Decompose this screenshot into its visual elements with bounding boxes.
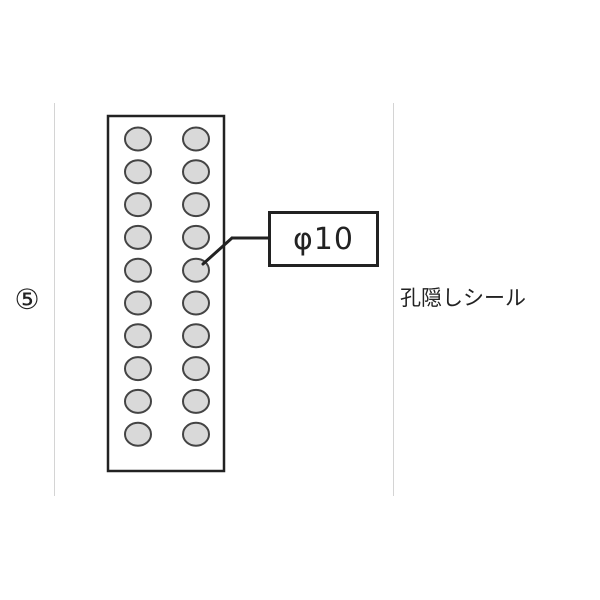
hole-sticker xyxy=(182,356,210,382)
hole-sticker xyxy=(124,126,152,152)
hole-sticker xyxy=(124,421,152,447)
hole-sticker xyxy=(124,159,152,185)
left-divider-line xyxy=(54,103,55,496)
hole-sticker xyxy=(124,290,152,316)
hole-sticker xyxy=(124,257,152,283)
hole-sticker xyxy=(182,192,210,218)
hole-sticker xyxy=(182,126,210,152)
hole-sticker xyxy=(182,290,210,316)
hole-sticker xyxy=(182,159,210,185)
hole-sticker xyxy=(124,388,152,414)
hole-sticker xyxy=(182,224,210,250)
product-name-label: 孔隠しシール xyxy=(400,286,526,310)
right-divider-line xyxy=(393,103,394,496)
hole-sticker xyxy=(182,323,210,349)
diameter-callout-box: φ10 xyxy=(268,211,379,267)
hole-sticker xyxy=(182,421,210,447)
item-number: ⑤ xyxy=(14,283,40,316)
hole-sticker xyxy=(124,323,152,349)
diameter-callout-label: φ10 xyxy=(293,222,354,257)
hole-sticker xyxy=(124,224,152,250)
hole-sticker xyxy=(124,192,152,218)
hole-sticker xyxy=(182,388,210,414)
leader-line-diagonal xyxy=(201,236,234,266)
hole-sticker xyxy=(124,356,152,382)
hole-grid xyxy=(124,126,210,447)
